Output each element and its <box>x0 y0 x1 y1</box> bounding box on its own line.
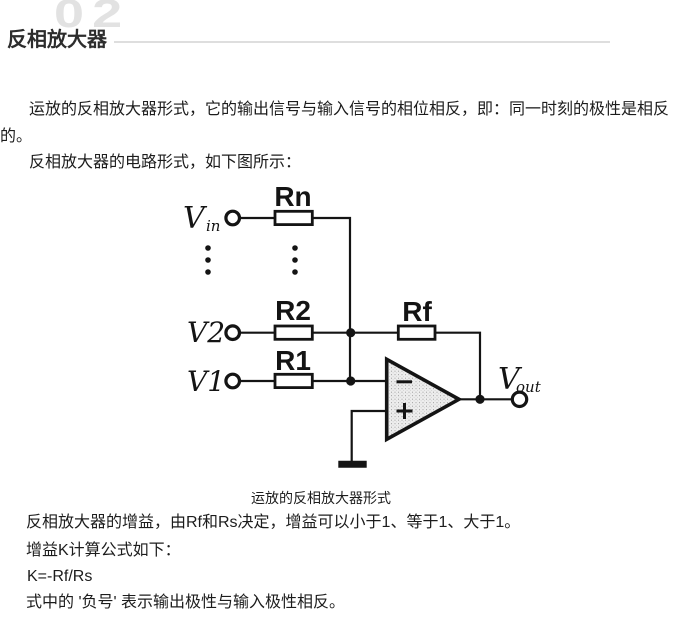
label-vout: V <box>498 362 523 397</box>
junction-dots <box>346 328 485 404</box>
paragraph-circuit-intro: 反相放大器的电路形式，如下图所示： <box>29 154 302 171</box>
label-vout-sub: out <box>516 378 542 396</box>
terminal-v2 <box>224 324 242 342</box>
wire-noninverting-to-ground <box>350 409 387 461</box>
junction-output <box>475 394 485 404</box>
header-divider <box>114 41 610 43</box>
label-rf: Rf <box>402 296 432 327</box>
paragraph-intro: 运放的反相放大器形式，它的输出信号与输入信号的相位相反，即：同一时刻的极性是相反… <box>0 101 670 145</box>
terminals <box>224 209 529 409</box>
resistor-r1 <box>273 372 314 390</box>
label-r2: R2 <box>275 295 311 326</box>
opamp-triangle <box>384 356 463 443</box>
junction-r1-bus <box>346 376 356 386</box>
terminal-vin <box>224 209 242 227</box>
section-number: 02 <box>54 0 131 36</box>
paragraph-gain: 反相放大器的增益，由Rf和Rs决定，增益可以小于1、等于1、大于1。 <box>26 514 521 531</box>
figure-caption: 运放的反相放大器形式 <box>251 490 391 506</box>
terminal-vout <box>510 390 529 409</box>
resistor-rf <box>396 324 437 341</box>
wire-rn-to-summing-bus <box>312 216 352 381</box>
label-vin-sub: in <box>206 217 220 235</box>
wires <box>240 216 512 461</box>
label-r1: R1 <box>275 345 311 376</box>
resistor-rn <box>273 209 314 226</box>
opamp-input-signs <box>396 380 413 419</box>
label-v1: V1 <box>187 365 225 398</box>
terminal-v1 <box>224 372 242 390</box>
resistor-r2 <box>273 324 314 341</box>
circuit-diagram: Rn R2 R1 Rf V in V2 V1 V out <box>183 181 542 468</box>
gain-formula: K=-Rf/Rs <box>27 568 93 585</box>
paragraph-note: 式中的 '负号' 表示输出极性与输入极性相反。 <box>26 594 346 611</box>
plus-sign <box>396 403 413 419</box>
junction-r2-bus <box>346 328 356 338</box>
ellipsis-dots <box>205 245 298 275</box>
paragraph-formula-intro: 增益K计算公式如下： <box>26 542 181 559</box>
label-vin: V <box>183 201 208 236</box>
label-rn: Rn <box>274 181 311 212</box>
label-v2: V2 <box>187 316 225 349</box>
section-title: 反相放大器 <box>7 29 107 51</box>
figure-inverting-amplifier: Rn R2 R1 Rf V in V2 V1 V out <box>170 181 545 481</box>
resistors <box>273 209 437 390</box>
wire-rf-to-output-node <box>435 331 482 400</box>
